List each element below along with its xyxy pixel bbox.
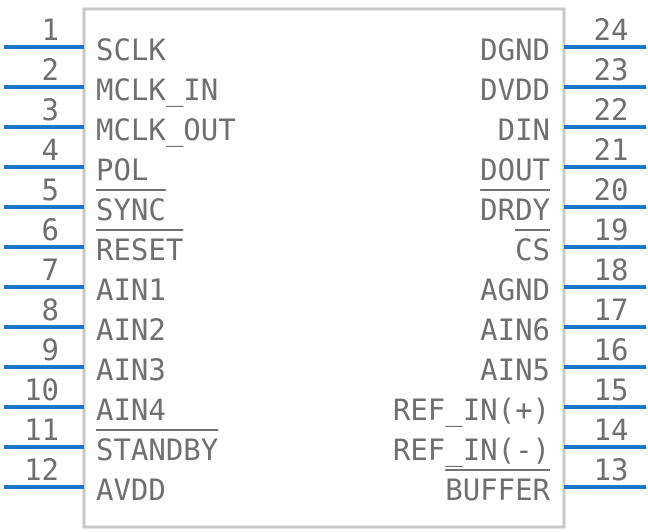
pin-11-label-standby: STANDBY [96,433,218,467]
pin-19-label-cs: CS [515,233,550,267]
pin-14-number: 14 [594,413,629,447]
ic-body [82,7,566,529]
pin-17-number: 17 [594,293,629,327]
pin-7-number: 7 [42,253,59,287]
pin-12-number: 12 [24,453,59,487]
pin-9-label-ain3: AIN3 [96,353,166,387]
pin-10-label-ain4: AIN4 [96,393,166,427]
pin-14-label-ref-in: REF_IN(-) [393,433,550,468]
pin-22-number: 22 [594,93,629,127]
pin-18-number: 18 [594,253,629,287]
pin-23-number: 23 [594,53,629,87]
pin-10-number: 10 [24,373,59,407]
pin-5-number: 5 [42,173,59,207]
pin-24-number: 24 [594,13,629,47]
pin-2-label-mclk-in: MCLK_IN [96,73,218,108]
pin-8-label-ain2: AIN2 [96,313,166,347]
pin-13-number: 13 [594,453,629,487]
pin-20-number: 20 [594,173,629,207]
pin-23-label-dvdd: DVDD [480,73,550,107]
pin-3-number: 3 [42,93,59,127]
pin-20-label-drdy: DRDY [480,193,550,227]
pin-12-label-avdd: AVDD [96,473,166,507]
pin-1-label-sclk: SCLK [96,33,166,67]
pin-16-number: 16 [594,333,629,367]
pin-6-label-reset: RESET [96,233,183,267]
pin-21-number: 21 [594,133,629,167]
pin-9-number: 9 [42,333,59,367]
pin-13-label-buffer: BUFFER [445,473,550,507]
pin-3-label-mclk-out: MCLK_OUT [96,113,236,148]
pin-8-number: 8 [42,293,59,327]
pin-16-label-ain5: AIN5 [480,353,550,387]
pin-11-number: 11 [24,413,59,447]
pin-17-label-ain6: AIN6 [480,313,550,347]
pin-24-label-dgnd: DGND [480,33,550,67]
pin-22-label-din: DIN [498,113,550,147]
pin-19-number: 19 [594,213,629,247]
pin-21-label-dout: DOUT [480,153,550,187]
pin-18-label-agnd: AGND [480,273,550,307]
pin-15-number: 15 [594,373,629,407]
pin-5-label-sync: SYNC [96,193,166,227]
pin-1-number: 1 [42,13,59,47]
pin-15-label-ref-in: REF_IN(+) [393,393,550,428]
pin-4-label-pol: POL [96,153,148,187]
pin-6-number: 6 [42,213,59,247]
pin-2-number: 2 [42,53,59,87]
pin-7-label-ain1: AIN1 [96,273,166,307]
pin-4-number: 4 [42,133,59,167]
